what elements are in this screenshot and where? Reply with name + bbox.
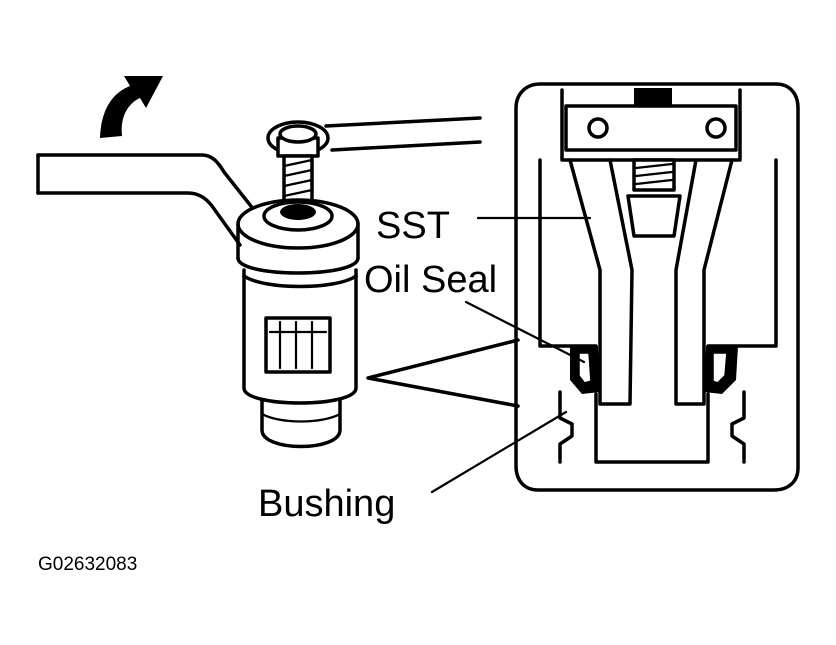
label-bushing: Bushing — [258, 483, 395, 525]
detail-callout — [366, 338, 520, 408]
figure-code: G02632083 — [38, 554, 137, 575]
wrench — [36, 116, 482, 247]
label-sst: SST — [376, 205, 450, 247]
forcing-screw — [266, 120, 330, 208]
label-oil-seal: Oil Seal — [364, 259, 497, 301]
sst-cylinder — [236, 198, 360, 449]
leader-lines — [430, 216, 592, 494]
detail-view — [514, 82, 800, 492]
rotation-arrow-icon — [100, 76, 163, 138]
